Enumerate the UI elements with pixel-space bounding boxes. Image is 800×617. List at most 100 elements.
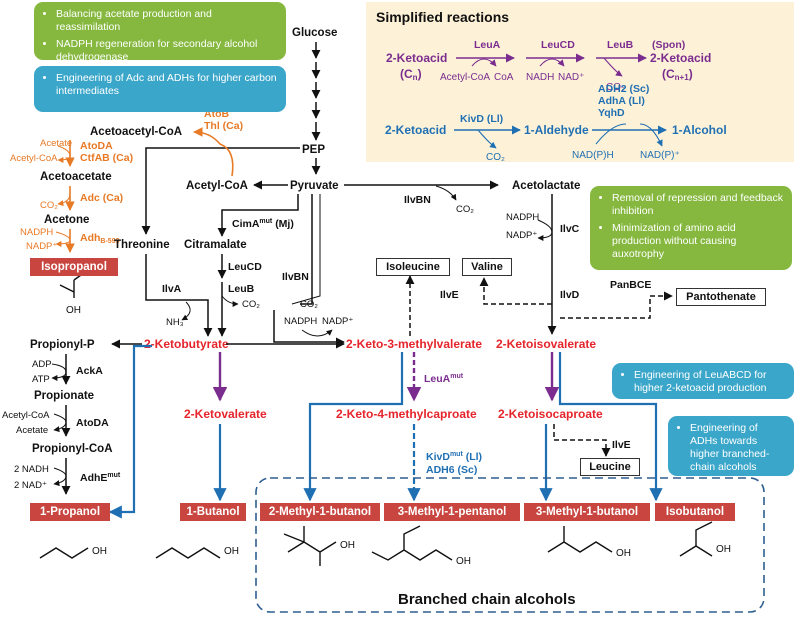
product-valine: Valine xyxy=(462,258,512,276)
enzyme-adh: AdhB-593 xyxy=(80,232,120,245)
oh-butanol: OH xyxy=(224,546,239,557)
reaction-coa: CoA xyxy=(494,72,514,83)
cofactor-atp: ATP xyxy=(32,374,50,385)
branched-chain-label: Branched chain alcohols xyxy=(398,591,576,608)
cofactor-co2-adc: CO₂ xyxy=(40,200,58,211)
node-acetyl-coa: Acetyl-CoA xyxy=(186,180,248,192)
reaction-nadh: NADH xyxy=(526,72,554,83)
note-item: Engineering of LeuABCD for higher 2-keto… xyxy=(634,369,786,395)
node-2-ketoisocaproate: 2-Ketoisocaproate xyxy=(498,407,603,421)
node-2-keto-3-methylvalerate: 2-Keto-3-methylvalerate xyxy=(346,337,482,351)
reaction-ketoacid-cn: 2-Ketoacid xyxy=(386,51,447,65)
reaction-nad: NAD⁺ xyxy=(558,72,584,83)
cofactor-co2-leub: CO₂ xyxy=(242,299,260,310)
note-item: Minimization of amino acid production wi… xyxy=(612,222,784,261)
reaction-leub: LeuB xyxy=(607,39,634,51)
node-acetone: Acetone xyxy=(44,214,89,226)
node-glucose: Glucose xyxy=(292,27,337,39)
cofactor-acetate: Acetate xyxy=(40,138,72,149)
cofactor-acetate2: Acetate xyxy=(16,425,48,436)
note-item: Removal of repression and feedback inhib… xyxy=(612,192,784,218)
reaction-ketoacid-blue: 2-Ketoacid xyxy=(385,123,446,137)
enzyme-panbce: PanBCE xyxy=(610,279,651,291)
enzyme-acka: AckA xyxy=(76,365,103,377)
oh-methylbutanol3: OH xyxy=(616,548,631,559)
product-pantothenate: Pantothenate xyxy=(676,288,766,306)
cofactor-nadp-adh: NADP⁺ xyxy=(26,241,57,252)
enzyme-thl: Thl (Ca) xyxy=(204,120,243,132)
cofactor-nadp-ilvc: NADP⁺ xyxy=(506,230,537,241)
note-adc-engineering: Engineering of Adc and ADHs for higher c… xyxy=(34,66,286,112)
node-threonine: Threonine xyxy=(114,239,170,251)
note-item: NADPH regeneration for secondary alcohol… xyxy=(56,38,278,64)
reaction-nadp: NAD(P)⁺ xyxy=(640,150,680,161)
enzyme-ilve2: IlvE xyxy=(612,439,631,451)
node-propionate: Propionate xyxy=(34,390,94,402)
oh-methylbutanol2: OH xyxy=(340,540,355,551)
cofactor-nad2: 2 NAD⁺ xyxy=(14,480,47,491)
product-3-methyl-1-butanol: 3-Methyl-1-butanol xyxy=(524,503,650,521)
cofactor-adp: ADP xyxy=(32,359,52,370)
node-propionyl-coa: Propionyl-CoA xyxy=(32,443,113,455)
enzyme-adh6: ADH6 (Sc) xyxy=(426,464,477,476)
cofactor-co2-ilvbn2: CO₂ xyxy=(456,204,474,215)
node-propionyl-p: Propionyl-P xyxy=(30,339,95,351)
reaction-adha: AdhA (Ll) xyxy=(598,95,645,107)
reaction-yqhd: YqhD xyxy=(598,107,625,119)
oh-isopropanol: OH xyxy=(66,305,81,316)
note-item: Engineering of Adc and ADHs for higher c… xyxy=(56,72,278,98)
reaction-kivd: KivD (Ll) xyxy=(460,113,503,125)
node-acetoacetate: Acetoacetate xyxy=(40,171,112,183)
cofactor-acetyl-coa: Acetyl-CoA xyxy=(10,153,58,164)
reaction-alcohol: 1-Alcohol xyxy=(672,123,727,137)
reactions-title: Simplified reactions xyxy=(376,9,509,25)
enzyme-leucd: LeuCD xyxy=(228,261,262,273)
reaction-ketoacid-cn1: 2-Ketoacid xyxy=(650,51,711,65)
enzyme-atoda2: AtoDA xyxy=(76,417,109,429)
enzyme-ctfab: CtfAB (Ca) xyxy=(80,152,133,164)
reaction-spon: (Spon) xyxy=(652,39,685,51)
reaction-leucd: LeuCD xyxy=(541,39,575,51)
note-item: Balancing acetate production and reassim… xyxy=(56,8,278,34)
note-leuabcd-engineering: Engineering of LeuABCD for higher 2-keto… xyxy=(612,363,794,399)
cofactor-nadph-mid: NADPH xyxy=(284,316,317,327)
reaction-cn1-label: (Cn+1) xyxy=(662,67,693,82)
note-repression-removal: Removal of repression and feedback inhib… xyxy=(590,186,792,270)
reaction-aldehyde: 1-Aldehyde xyxy=(524,123,589,137)
cofactor-nadph-ilvc: NADPH xyxy=(506,212,539,223)
node-2-ketobutyrate: 2-Ketobutyrate xyxy=(144,337,229,351)
cofactor-co2-ilvbn: CO₂ xyxy=(300,299,318,310)
reaction-cn-label: (Cn) xyxy=(400,67,422,82)
reaction-leua: LeuA xyxy=(474,39,501,51)
simplified-reactions-panel xyxy=(366,2,794,162)
enzyme-kivd-mut: KivDmut (Ll) xyxy=(426,451,482,463)
reaction-co2: CO₂ xyxy=(606,82,625,93)
product-2-methyl-1-butanol: 2-Methyl-1-butanol xyxy=(260,503,380,521)
node-citramalate: Citramalate xyxy=(184,239,247,251)
enzyme-adhe: AdhEmut xyxy=(80,472,121,484)
enzyme-ilvbn: IlvBN xyxy=(282,271,309,283)
product-isoleucine: Isoleucine xyxy=(376,258,450,276)
node-acetolactate: Acetolactate xyxy=(512,180,580,192)
enzyme-ilvd: IlvD xyxy=(560,289,580,301)
cofactor-nh3: NH₃ xyxy=(166,317,184,328)
enzyme-ilvbn2: IlvBN xyxy=(404,194,431,206)
cofactor-acetyl-coa2: Acetyl-CoA xyxy=(2,410,50,421)
node-pyruvate: Pyruvate xyxy=(290,180,339,192)
reaction-adh2: ADH2 (Sc) xyxy=(598,83,649,95)
reaction-acetylcoa: Acetyl-CoA xyxy=(440,72,490,83)
note-item: Engineering of ADHs towards higher branc… xyxy=(690,422,786,474)
cofactor-nadph-adh: NADPH xyxy=(20,227,53,238)
product-leucine: Leucine xyxy=(580,458,640,476)
product-1-propanol: 1-Propanol xyxy=(30,503,110,521)
oh-propanol: OH xyxy=(92,546,107,557)
enzyme-leub: LeuB xyxy=(228,283,255,295)
enzyme-leua-mut: LeuAmut xyxy=(424,373,464,385)
cofactor-nadp-mid: NADP⁺ xyxy=(322,316,353,327)
cofactor-nadh2: 2 NADH xyxy=(14,464,49,475)
enzyme-atoda: AtoDA xyxy=(80,140,113,152)
node-2-keto-4-methylcaproate: 2-Keto-4-methylcaproate xyxy=(336,407,477,421)
enzyme-ilve: IlvE xyxy=(440,289,459,301)
node-pep: PEP xyxy=(302,144,325,156)
enzyme-cima: CimAmut (Mj) xyxy=(232,218,294,230)
